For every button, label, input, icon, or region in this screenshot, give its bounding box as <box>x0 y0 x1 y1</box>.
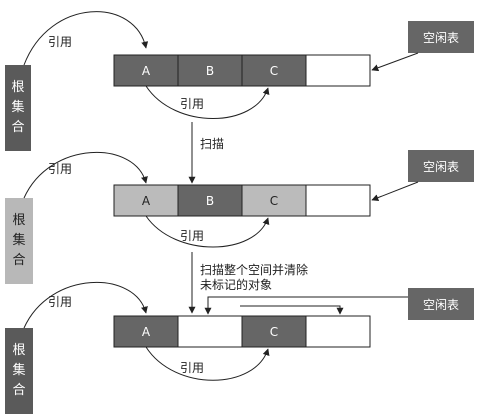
heap-cell-c-label: C <box>270 64 278 78</box>
heap-cell-c-label: C <box>270 325 278 339</box>
sweep-label-line1: 扫描整个空间并清除 <box>200 262 308 277</box>
heap-cell-c-label: C <box>270 194 278 208</box>
heap-cell-free <box>305 184 371 217</box>
stage-3: 根 集 合 引用 A C 引用 空闲表 <box>5 282 474 414</box>
heap-cell-b <box>177 184 243 217</box>
free-list-chain-to-last <box>240 305 344 315</box>
free-list-pointer-1 <box>371 52 419 72</box>
ref-arrow-a-to-c-2 <box>145 215 270 248</box>
heap-cell-a-label: A <box>142 194 151 208</box>
root-set-box-3 <box>5 328 33 414</box>
ref-label-top-3: 引用 <box>48 295 72 309</box>
heap-row-1: A B C <box>113 54 371 87</box>
free-list-box-2 <box>408 150 474 182</box>
ref-label-bottom-1: 引用 <box>180 97 204 111</box>
heap-cell-a-label: A <box>142 325 151 339</box>
heap-row-3: A C <box>113 315 371 348</box>
root-set-char-1: 根 <box>12 343 25 358</box>
free-list-chain-to-b <box>204 296 408 315</box>
heap-cell-a <box>113 184 179 217</box>
root-set-char-1: 根 <box>11 80 24 95</box>
heap-cell-free-b <box>177 315 243 348</box>
root-set-char-2: 集 <box>12 232 25 248</box>
root-set-char-2: 集 <box>12 362 25 378</box>
root-set-char-2: 集 <box>11 99 24 115</box>
heap-cell-a-label: A <box>142 64 151 78</box>
ref-arrow-a-to-c-1 <box>145 85 270 119</box>
ref-label-bottom-2: 引用 <box>180 229 204 243</box>
free-list-label-1: 空闲表 <box>423 31 459 45</box>
scan-label: 扫描 <box>200 137 224 151</box>
root-set-char-3: 合 <box>11 120 24 135</box>
heap-cell-c <box>241 54 307 87</box>
sweep-label-line2: 未标记的对象 <box>200 277 272 292</box>
free-list-pointer-2 <box>371 181 419 201</box>
root-set-char-3: 合 <box>12 253 25 268</box>
stage-1: 根 集 合 引用 A B C 引用 空闲表 <box>5 11 474 151</box>
free-list-label-3: 空闲表 <box>423 298 459 312</box>
heap-cell-b-label: B <box>206 64 214 78</box>
free-list-box-3 <box>408 288 474 320</box>
stage-2: 根 集 合 引用 A B C 引用 空闲表 <box>5 150 474 284</box>
ref-arrow-root-to-a-1 <box>23 11 149 66</box>
free-list-label-2: 空闲表 <box>423 160 459 174</box>
heap-cell-a <box>113 54 179 87</box>
ref-label-top-2: 引用 <box>48 162 72 176</box>
heap-cell-b-label: B <box>206 194 214 208</box>
heap-cell-b <box>177 54 243 87</box>
heap-cell-a <box>113 315 179 348</box>
heap-cell-free <box>305 54 371 87</box>
root-set-char-1: 根 <box>12 213 25 228</box>
heap-cell-c <box>241 184 307 217</box>
heap-row-2: A B C <box>113 184 371 217</box>
ref-arrow-root-to-a-2 <box>23 152 148 199</box>
free-list-box-1 <box>408 21 474 53</box>
heap-cell-free <box>305 315 371 348</box>
root-set-char-3: 合 <box>12 383 25 398</box>
root-set-box-1 <box>5 65 31 151</box>
ref-label-bottom-3: 引用 <box>180 361 204 375</box>
ref-label-top-1: 引用 <box>48 35 72 49</box>
root-set-box-2 <box>5 198 33 284</box>
ref-arrow-a-to-c-3 <box>145 346 270 381</box>
ref-arrow-root-to-a-3 <box>23 282 148 329</box>
